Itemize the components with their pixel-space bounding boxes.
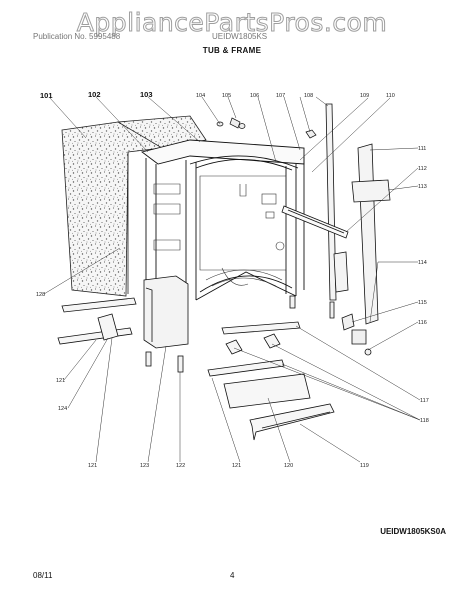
page-title: TUB & FRAME [202, 46, 262, 55]
side-brackets [333, 143, 391, 325]
callout-108: 108 [304, 93, 313, 99]
callout-120: 120 [284, 463, 293, 469]
left-strips [57, 297, 137, 345]
callout-111: 111 [418, 146, 426, 152]
callout-128: 128 [36, 292, 45, 298]
model-header: UEIDW1805KS [212, 32, 268, 41]
publication-number: Publication No. 5995488 [33, 32, 121, 41]
callout-101: 101 [40, 91, 53, 100]
callout-122: 122 [176, 463, 185, 469]
diagonal-strut [281, 205, 349, 239]
callout-115: 115 [418, 300, 427, 306]
callout-116: 116 [418, 320, 427, 326]
callout-110: 110 [386, 93, 395, 99]
small-hardware [216, 117, 317, 139]
callout-113: 113 [418, 184, 427, 190]
footer-date: 08/11 [33, 571, 53, 580]
watermark-text: AppliancePartsPros.com [76, 8, 388, 38]
callout-121-left: 121 [56, 378, 65, 384]
tub-frame [140, 139, 305, 301]
callout-124: 124 [58, 406, 67, 412]
callout-121-bottom-left: 121 [88, 463, 97, 469]
side-rail [325, 103, 337, 301]
insulation-blanket [61, 115, 207, 297]
callout-121-bottom-right: 121 [232, 463, 241, 469]
callout-104: 104 [196, 93, 205, 99]
legs [143, 275, 296, 373]
kick-plates [223, 373, 335, 441]
callout-119: 119 [360, 463, 369, 469]
model-number: UEIDW1805KS0A [380, 527, 446, 536]
callout-114: 114 [418, 260, 427, 266]
callout-labels: 101 102 103 104 105 106 107 108 109 110 … [36, 90, 429, 469]
callout-103: 103 [140, 90, 153, 99]
leader-lines [43, 96, 421, 463]
callout-117: 117 [420, 398, 429, 404]
callout-106: 106 [250, 93, 259, 99]
callout-123: 123 [140, 463, 149, 469]
lower-right-parts [329, 301, 372, 356]
front-strips [207, 321, 301, 377]
callout-102: 102 [88, 90, 101, 99]
callout-112: 112 [418, 166, 427, 172]
page-number: 4 [230, 571, 235, 580]
callout-109: 109 [360, 93, 369, 99]
callout-105: 105 [222, 93, 231, 99]
tub-interior [153, 175, 287, 287]
callout-107: 107 [276, 93, 285, 99]
callout-118: 118 [420, 418, 429, 424]
